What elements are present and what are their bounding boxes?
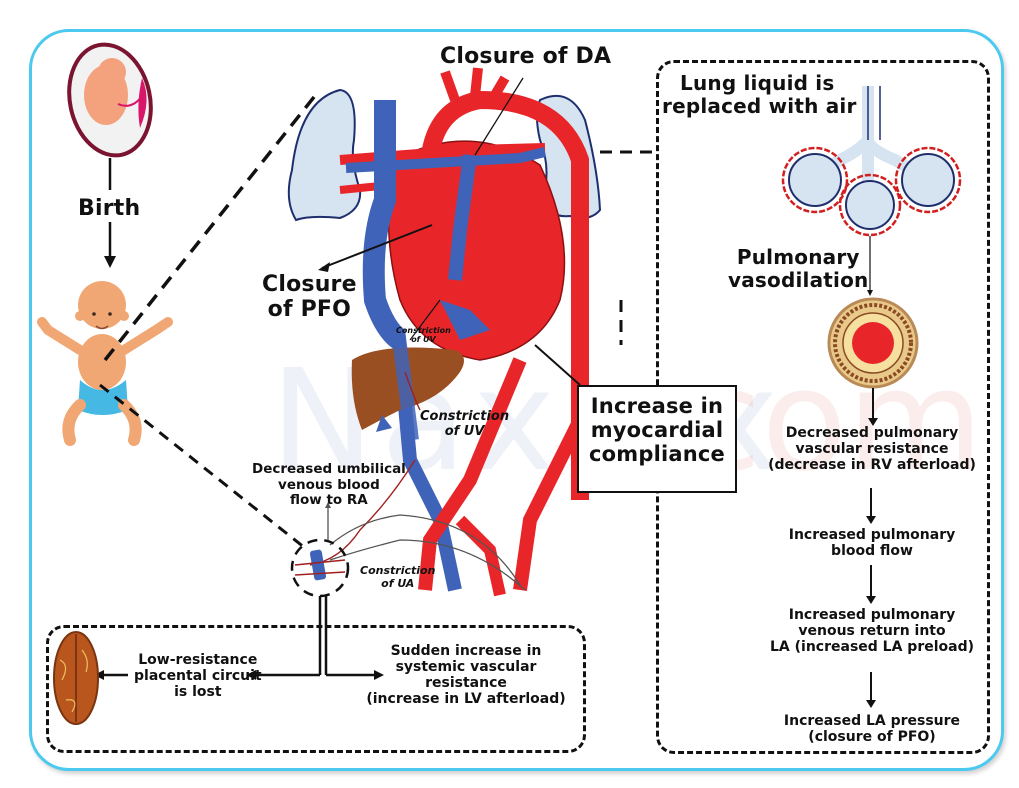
constriction-ua-line2: of UA: [381, 576, 415, 590]
svr-line4: (increase in LV afterload): [366, 691, 566, 708]
step-line: LA (increased LA preload): [770, 639, 974, 656]
step-la-pressure: Increased LA pressure (closure of PFO): [754, 713, 990, 745]
closure-pfo-label: Closure of PFO: [262, 272, 357, 323]
lung-liquid-label: Lung liquid is replaced with air: [662, 72, 857, 118]
myocardial-compliance-label: Increase in myocardial compliance: [582, 394, 732, 466]
constriction-uv-small-line2: of UV: [411, 335, 436, 345]
myocardial-compliance-box: [577, 385, 737, 493]
step-line: blood flow: [831, 543, 913, 560]
myocardial-line1: Increase in: [590, 394, 724, 418]
step-line: Increased LA pressure: [783, 713, 961, 729]
heart-icon: [339, 67, 589, 597]
newborn-baby-icon: [37, 281, 173, 446]
decreased-umbilical-line1: Decreased umbilical: [252, 461, 406, 477]
constriction-uv-small-label: Constriction of UV: [396, 326, 451, 344]
lung-line2: replaced with air: [662, 94, 857, 118]
closure-da-label: Closure of DA: [440, 44, 612, 69]
birth-label: Birth: [78, 196, 141, 221]
placenta-icon: [53, 631, 99, 725]
constriction-ua-line1: Constriction: [360, 564, 436, 577]
pointer-line: [474, 77, 524, 156]
dilated-vessel-icon: [827, 297, 919, 389]
bronchi-alveoli-icon: [781, 86, 962, 237]
myocardial-line3: compliance: [589, 442, 725, 467]
placental-line1: Low-resistance: [138, 652, 258, 668]
step-line: venous return into: [798, 623, 946, 640]
arrow-left-icon: [246, 670, 256, 680]
myocardial-line2: myocardial: [590, 418, 724, 443]
placental-line3: is lost: [174, 684, 222, 701]
step-line: Increased pulmonary: [788, 607, 956, 623]
constriction-uv-label: Constriction of UV: [420, 409, 510, 440]
step-line: Increased pulmonary: [788, 527, 956, 543]
decreased-umbilical-label: Decreased umbilical venous blood flow to…: [252, 461, 406, 509]
step-increased-pbf: Increased pulmonary blood flow: [754, 527, 990, 559]
step-line: (decrease in RV afterload): [768, 457, 976, 474]
constriction-uv-line1: Constriction: [420, 409, 510, 424]
vasodilation-label: Pulmonary vasodilation: [728, 246, 869, 292]
arrow-right-icon: [374, 670, 384, 680]
constriction-uv-small-line1: Constriction: [396, 326, 451, 335]
decreased-umbilical-line2: venous blood: [278, 476, 380, 493]
svr-increase-label: Sudden increase in systemic vascular res…: [356, 643, 576, 707]
closure-pfo-line2: of PFO: [267, 297, 352, 323]
closure-pfo-line1: Closure: [262, 272, 357, 297]
placental-line2: placental circuit: [134, 668, 262, 685]
vasodilation-line2: vasodilation: [728, 268, 869, 292]
step-decreased-pvr: Decreased pulmonary vascular resistance …: [754, 425, 990, 473]
decreased-umbilical-line3: flow to RA: [290, 492, 368, 509]
placental-circuit-label: Low-resistance placental circuit is lost: [134, 652, 262, 700]
constriction-ua-label: Constriction of UA: [360, 564, 436, 590]
svr-line1: Sudden increase in: [390, 643, 542, 659]
step-line: vascular resistance: [795, 441, 949, 458]
fetus-womb-icon: [67, 42, 153, 158]
arrow-down-icon: [104, 256, 116, 268]
step-line: (closure of PFO): [808, 729, 936, 746]
step-venous-return: Increased pulmonary venous return into L…: [754, 607, 990, 655]
bottom-panel-box: [46, 625, 586, 753]
lung-line1: Lung liquid is: [680, 71, 835, 95]
step-line: Decreased pulmonary: [785, 425, 959, 441]
svr-line2: systemic vascular: [395, 659, 537, 676]
vasodilation-line1: Pulmonary: [736, 245, 860, 269]
svr-line3: resistance: [425, 675, 507, 692]
constriction-uv-line2: of UV: [444, 423, 485, 439]
